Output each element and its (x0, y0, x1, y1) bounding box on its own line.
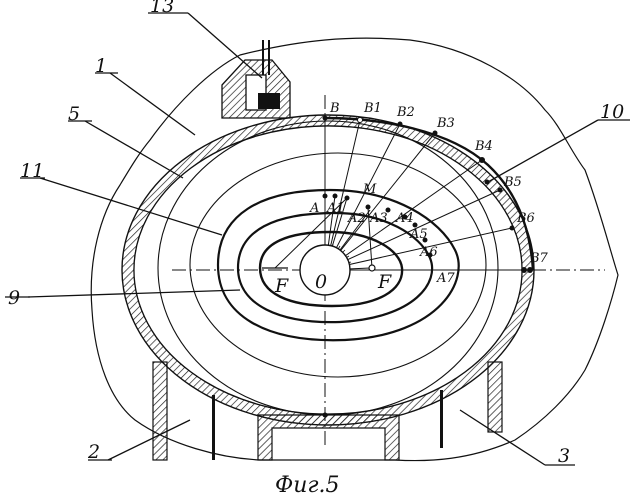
callout-9: 9 (8, 287, 20, 309)
label-B1: B1 (363, 101, 382, 116)
label-M: M (362, 182, 377, 197)
label-A7: A7 (436, 271, 455, 286)
label-A3: A3 (369, 211, 388, 226)
label-focus-left: F (274, 275, 289, 297)
label-B7: B7 (529, 251, 549, 266)
figure-caption: Фиг.5 (275, 473, 340, 498)
label-B5: B5 (503, 175, 522, 190)
label-focus-right: F (377, 271, 392, 293)
label-A4: A4 (395, 211, 414, 226)
bottom-outlet (258, 415, 399, 460)
label-A: A (309, 201, 319, 216)
callout-3: 3 (558, 445, 570, 467)
callout-5: 5 (68, 103, 80, 125)
label-A6: A6 (419, 245, 438, 260)
callout-1: 1 (95, 55, 107, 77)
callout-11: 11 (20, 160, 44, 182)
label-A5: A5 (409, 227, 428, 242)
label-A1: A1 (326, 201, 345, 216)
label-B6: B6 (516, 211, 535, 226)
label-B: B (329, 101, 340, 116)
label-B3: B3 (436, 116, 455, 131)
label-B4: B4 (474, 139, 493, 154)
label-center-0: 0 (315, 271, 327, 293)
label-B2: B2 (396, 105, 415, 120)
label-A2: A2 (347, 211, 366, 226)
callout-13: 13 (150, 0, 174, 17)
callout-10: 10 (600, 101, 624, 123)
callout-2: 2 (87, 441, 100, 463)
